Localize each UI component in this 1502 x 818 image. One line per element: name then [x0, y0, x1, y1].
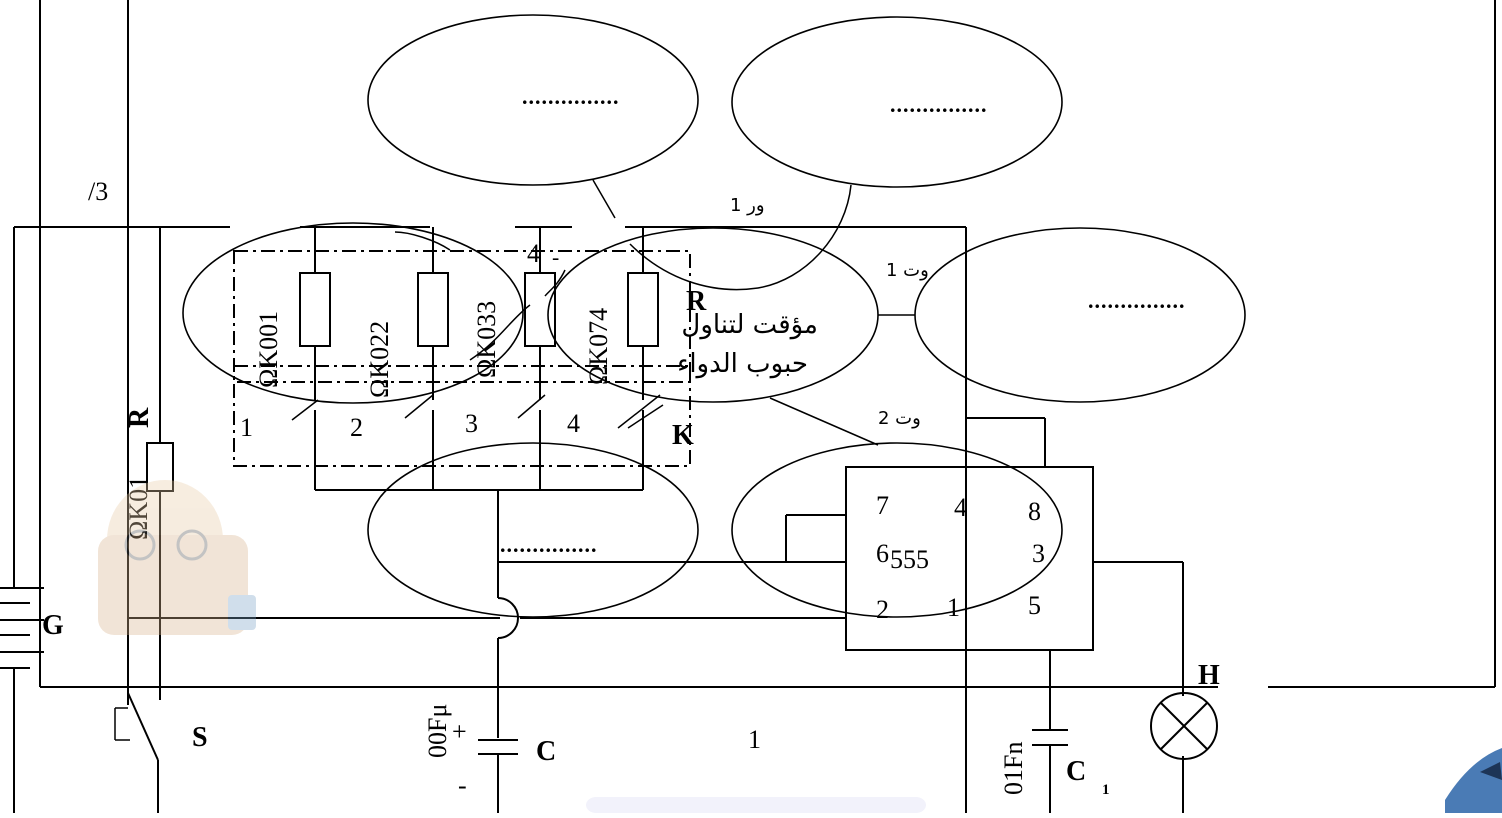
lamp-label: H: [1198, 660, 1220, 691]
resistor-value-2: ΩK022: [365, 321, 394, 398]
capacitor-value: 00Fμ: [423, 704, 452, 758]
timer-label-line2: حبوب الدواء: [677, 349, 808, 379]
battery: [0, 587, 44, 813]
relay-label-2: وت 1: [886, 260, 929, 281]
capacitor1-sub: 1: [1102, 782, 1110, 798]
bottom-band: [586, 797, 926, 813]
blank-3: ...............: [1088, 288, 1186, 313]
switch-pos-1: 1: [240, 413, 253, 442]
ic-pin-6: 6: [876, 539, 889, 568]
pointer-lines: [394, 179, 915, 446]
capacitor-c: [478, 739, 518, 813]
ic-pin-7: 7: [876, 491, 889, 520]
capacitor1-value: 01Fn: [999, 742, 1028, 795]
left-resistor-value: ΩK01: [124, 476, 153, 540]
left-resistor-label: R: [124, 407, 155, 428]
relay-label-3: وت 2: [878, 408, 921, 429]
ic-pin-4: 4: [954, 493, 967, 522]
partial-label-4: 4: [527, 239, 540, 268]
switch-pos-2: 2: [350, 413, 363, 442]
ic-wiring: [128, 417, 1184, 813]
lamp: [1150, 692, 1218, 760]
capacitor1-label: C: [1066, 756, 1086, 787]
timer-label-line1: مؤقت لتناول: [681, 310, 818, 340]
ic-pin-5: 5: [1028, 591, 1041, 620]
watermark-illustration: [98, 480, 256, 635]
top-left-label: /3: [88, 177, 108, 206]
switch-pos-4: 4: [567, 409, 580, 438]
capacitor-plus: +: [452, 717, 467, 746]
resistor-group-label: R: [686, 286, 707, 317]
capacitor-c1: [1032, 729, 1068, 746]
top-rail: [13, 226, 967, 813]
ic-pin-2: 2: [876, 595, 889, 624]
left-resistor: [146, 442, 174, 650]
ic-name: 555: [890, 545, 929, 574]
push-switch-label: S: [192, 722, 208, 753]
ic-pin-8: 8: [1028, 497, 1041, 526]
blank-1: ...............: [522, 84, 620, 109]
switch-pos-3: 3: [465, 409, 478, 438]
partial-label-char: ـ: [552, 244, 559, 265]
resistor-value-1: ΩK001: [254, 311, 283, 388]
switch-contacts: [291, 394, 664, 598]
resistor-value-4: ΩK074: [584, 308, 613, 385]
resistor-value-3: ΩK033: [472, 301, 501, 378]
outer-frame: [39, 0, 1496, 688]
capacitor-label: C: [536, 736, 556, 767]
ic-pin-1: 1: [947, 593, 960, 622]
blank-2: ...............: [890, 92, 988, 117]
ic-555: [845, 466, 1094, 651]
push-switch: [114, 650, 161, 813]
ic-pin-3: 3: [1032, 539, 1045, 568]
corner-logo-icon: [1445, 748, 1502, 813]
relay-label-1: ور 1: [730, 195, 765, 216]
capacitor-minus: -: [458, 771, 467, 800]
node-label: 1: [748, 725, 761, 754]
switch-label: K: [672, 420, 694, 451]
battery-label: G: [42, 610, 64, 641]
dash-box-resistors: [233, 250, 691, 467]
blank-4: ...............: [500, 532, 598, 557]
